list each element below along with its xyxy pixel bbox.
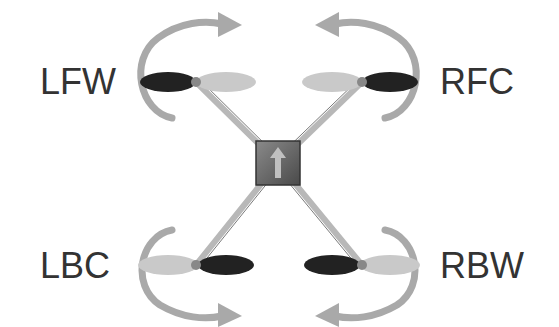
arrow-head	[218, 12, 242, 37]
arms	[196, 82, 362, 265]
propellers	[138, 72, 420, 275]
heading-arrow	[270, 147, 286, 178]
rotor-label: LFW	[40, 64, 116, 100]
hub-body	[256, 141, 300, 185]
arrow-heads	[218, 12, 339, 327]
arm-edges	[199, 79, 359, 268]
arrow-head	[218, 303, 242, 327]
propeller-blade	[304, 255, 360, 275]
propeller-blade	[140, 72, 196, 92]
rotor-label: RFC	[440, 64, 514, 100]
propeller-blade	[302, 72, 362, 92]
propeller-blade	[138, 255, 198, 275]
arrow-head	[315, 12, 339, 37]
propeller-blade	[196, 72, 256, 92]
arrow-head	[315, 303, 339, 327]
propeller-blade	[362, 72, 418, 92]
rotation-arrow	[141, 22, 222, 118]
propeller-blade	[360, 255, 420, 275]
propeller-blade	[198, 255, 254, 275]
rotation-arrow	[335, 22, 416, 118]
rotor-label: RBW	[440, 248, 524, 284]
rotor-label: LBC	[40, 248, 110, 284]
